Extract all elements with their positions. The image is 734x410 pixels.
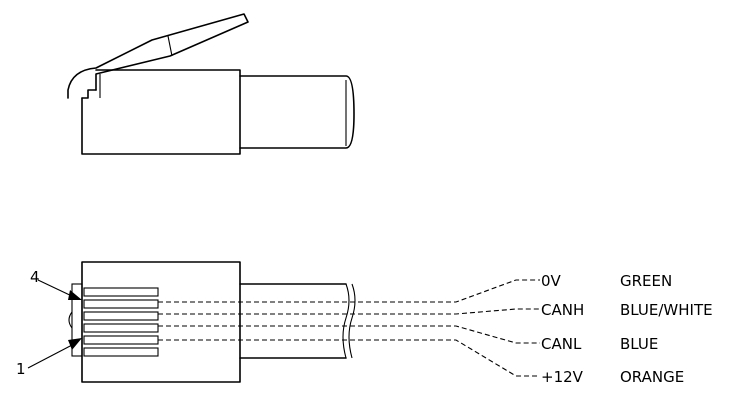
latch-crease: [167, 35, 173, 57]
signal-label-12v: +12V: [541, 368, 584, 386]
connector-side-view: [67, 13, 355, 155]
wire-canl: [158, 325, 540, 344]
color-label-orange: ORANGE: [620, 368, 684, 386]
wire-canh: [158, 308, 540, 315]
plug-face: [81, 261, 241, 383]
contact-recess: [71, 283, 83, 357]
plug-step: [81, 89, 97, 99]
latch-clip: [67, 13, 249, 99]
connector-front-view: [68, 261, 356, 383]
cable-break: [342, 283, 350, 359]
cable-side: [239, 75, 355, 149]
wire-12v: [158, 339, 540, 377]
contact-6: [83, 347, 159, 357]
pin-4-arrowhead: [68, 290, 82, 300]
contact-5: [83, 335, 159, 345]
contact-1: [83, 287, 159, 297]
pin-1-leader: [27, 343, 75, 369]
wire-0v: [158, 279, 540, 303]
wire-runs: [158, 279, 540, 377]
plug-body: [81, 69, 241, 155]
color-label-blue: BLUE: [620, 335, 658, 353]
wire-labels: 0V CANH CANL +12V GREEN BLUE/WHITE BLUE …: [541, 272, 713, 386]
contact-2: [83, 299, 159, 309]
pin-callouts: 4 1: [16, 268, 82, 378]
contact-bump: [68, 311, 73, 329]
signal-label-canh: CANH: [541, 301, 584, 319]
pin-1-arrowhead: [68, 338, 82, 350]
pin-number-bottom: 1: [16, 360, 26, 378]
signal-label-0v: 0V: [541, 272, 562, 290]
contact-3: [83, 311, 159, 321]
cable-break-2: [348, 283, 356, 359]
contact-4: [83, 323, 159, 333]
color-label-green: GREEN: [620, 272, 672, 290]
pin-number-top: 4: [30, 268, 40, 286]
color-label-blue-white: BLUE/WHITE: [620, 301, 713, 319]
signal-label-canl: CANL: [541, 335, 582, 353]
